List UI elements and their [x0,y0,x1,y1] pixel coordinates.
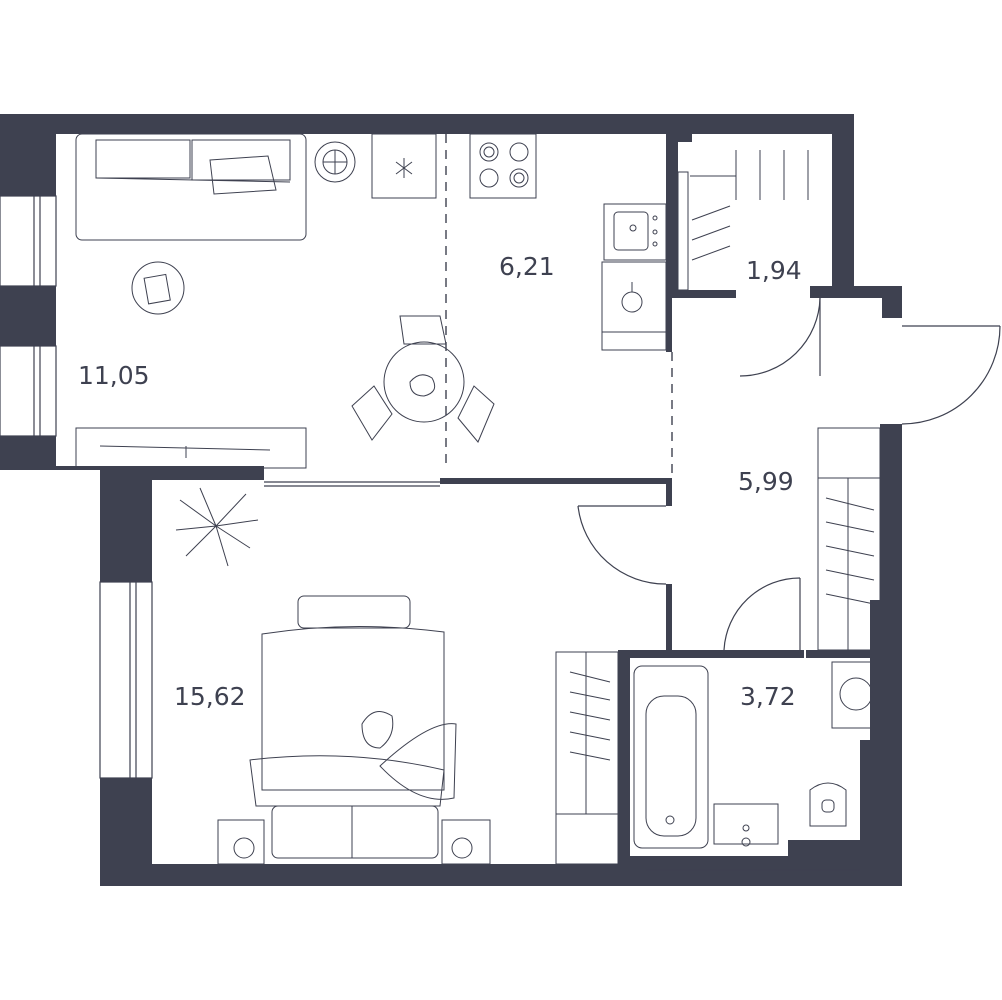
bathroom-sink [713,803,779,847]
zone-dividers [445,134,673,478]
washing-machine-icon [831,661,883,729]
headboard-cushion [297,595,411,629]
closet-area: 1,94 [746,256,802,285]
sofa [75,133,307,241]
kitchen-area: 6,21 [499,252,555,281]
bedroom-area: 15,62 [174,682,246,711]
hallway-area: 5,99 [738,467,794,496]
bathroom-area: 3,72 [740,682,796,711]
hall-wardrobe [817,427,881,651]
doors [577,297,1001,651]
plant [175,487,259,567]
walls [0,114,902,886]
windows [0,195,860,871]
side-table [131,261,185,315]
toilet-icon [809,782,847,827]
dining-table [351,315,495,443]
closet-shelving [677,150,809,291]
kitchen-counter [371,133,537,199]
living-room-area: 11,05 [78,361,150,390]
stove-icon [479,142,529,188]
nightstands [217,819,491,865]
tv-stand [75,427,307,469]
floor-lamp-icon [314,141,356,183]
refrigerator [601,261,667,351]
bed [249,625,457,859]
bedroom-wardrobe [555,651,619,865]
sink-icon [603,203,667,261]
bathtub [633,665,709,849]
